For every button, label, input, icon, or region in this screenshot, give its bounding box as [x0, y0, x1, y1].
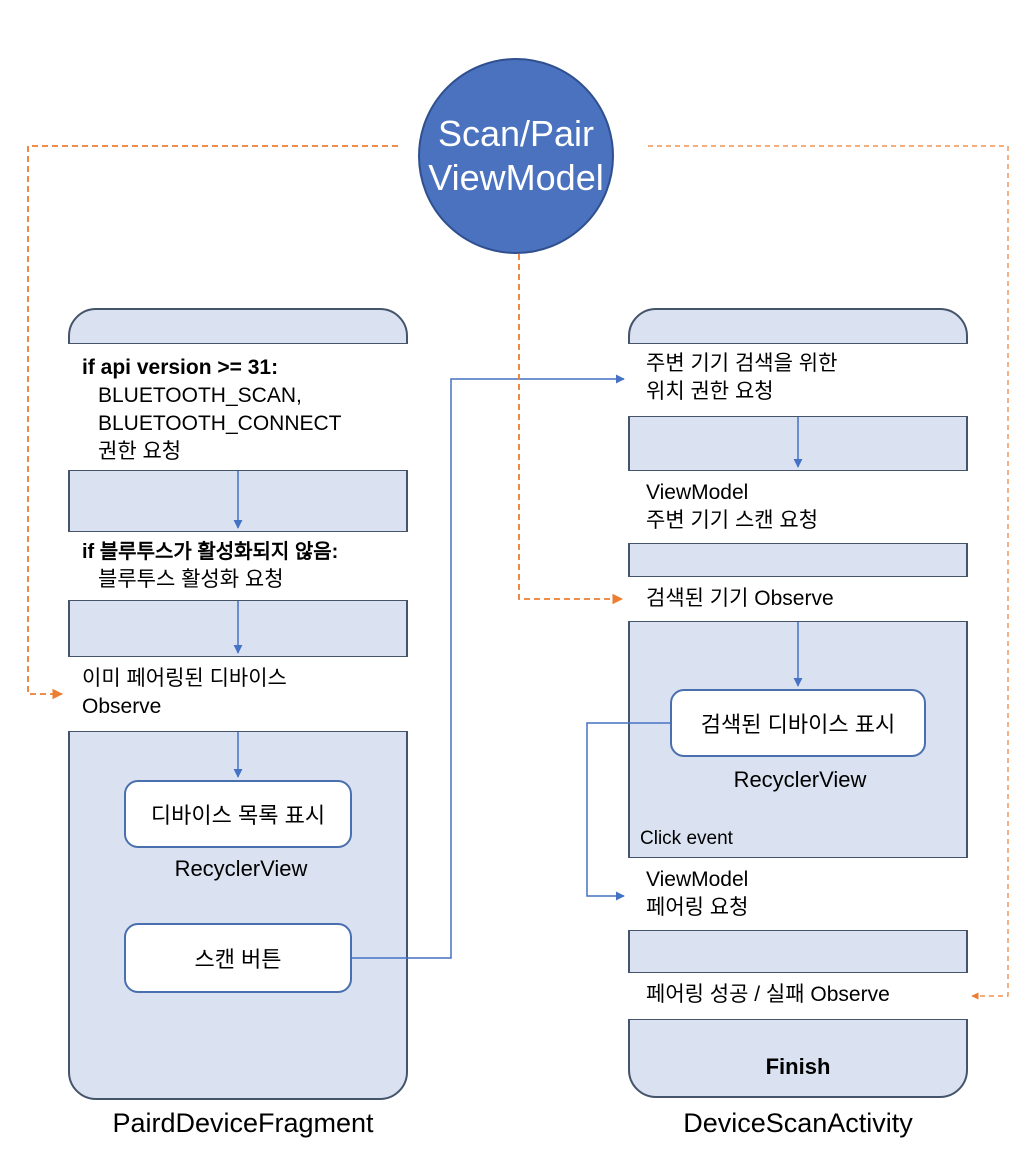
viewmodel-node: Scan/Pair ViewModel: [418, 58, 614, 254]
paired-devices-text: 이미 페어링된 디바이스: [82, 667, 287, 690]
found-to-pairing-arrow: [586, 722, 670, 901]
device-list-box: 디바이스 목록 표시: [124, 780, 352, 848]
bluetooth-connect-text: BLUETOOTH_CONNECT: [98, 412, 342, 435]
left-panel-caption: PairdDeviceFragment: [112, 1108, 374, 1138]
viewmodel-label-line1: Scan/Pair: [437, 113, 595, 154]
location-permission-line2: 위치 권한 요청: [646, 380, 774, 403]
pairing-viewmodel-text: ViewModel: [646, 868, 749, 891]
found-devices-label: 검색된 디바이스 표시: [700, 712, 896, 737]
pairing-result-observe-text: 페어링 성공 / 실패 Observe: [646, 983, 890, 1006]
click-event-label: Click event: [640, 828, 733, 849]
viewmodel-to-pairing-result-observe: [648, 145, 1009, 1000]
right-band-pairing-request: ViewModel 페어링 요청: [628, 857, 968, 931]
bluetooth-condition: if 블루투스가 활성화되지 않음:: [82, 541, 339, 563]
found-devices-box: 검색된 디바이스 표시: [670, 689, 926, 757]
left-band-paired-observe: 이미 페어링된 디바이스 Observe: [68, 656, 408, 732]
left-band-bluetooth-enable: if 블루투스가 활성화되지 않음: 블루투스 활성화 요청: [68, 531, 408, 601]
scan-request-text: 주변 기기 스캔 요청: [646, 509, 819, 532]
api-condition: if api version >= 31:: [82, 356, 279, 379]
left-band-api-permission: if api version >= 31: BLUETOOTH_SCAN, BL…: [68, 343, 408, 471]
device-list-label: 디바이스 목록 표시: [150, 803, 326, 828]
scan-viewmodel-text: ViewModel: [646, 481, 749, 504]
left-recyclerview-caption: RecyclerView: [174, 856, 308, 881]
location-permission-line1: 주변 기기 검색을 위한: [646, 352, 838, 375]
right-band-found-observe: 검색된 기기 Observe: [628, 576, 968, 622]
scan-button-to-location-arrow: [352, 374, 625, 959]
viewmodel-to-found-observe: [518, 254, 624, 605]
bluetooth-scan-text: BLUETOOTH_SCAN,: [98, 384, 302, 407]
finish-label: Finish: [765, 1054, 831, 1079]
right-band-scan-request: ViewModel 주변 기기 스캔 요청: [628, 470, 968, 544]
right-band-location-permission: 주변 기기 검색을 위한 위치 권한 요청: [628, 343, 968, 417]
found-devices-observe-text: 검색된 기기 Observe: [646, 587, 834, 610]
right-band-pairing-result-observe: 페어링 성공 / 실패 Observe: [628, 972, 968, 1020]
pairing-request-text: 페어링 요청: [646, 896, 749, 919]
observe-text: Observe: [82, 695, 162, 718]
viewmodel-label-line2: ViewModel: [428, 157, 604, 198]
permission-request-text: 권한 요청: [98, 440, 182, 463]
scan-button-label: 스캔 버튼: [194, 947, 282, 972]
right-panel-caption: DeviceScanActivity: [683, 1108, 913, 1138]
scan-button[interactable]: 스캔 버튼: [124, 923, 352, 993]
bluetooth-enable-request: 블루투스 활성화 요청: [98, 568, 284, 591]
right-recyclerview-caption: RecyclerView: [733, 767, 867, 792]
viewmodel-to-paired-observe: [27, 145, 398, 700]
